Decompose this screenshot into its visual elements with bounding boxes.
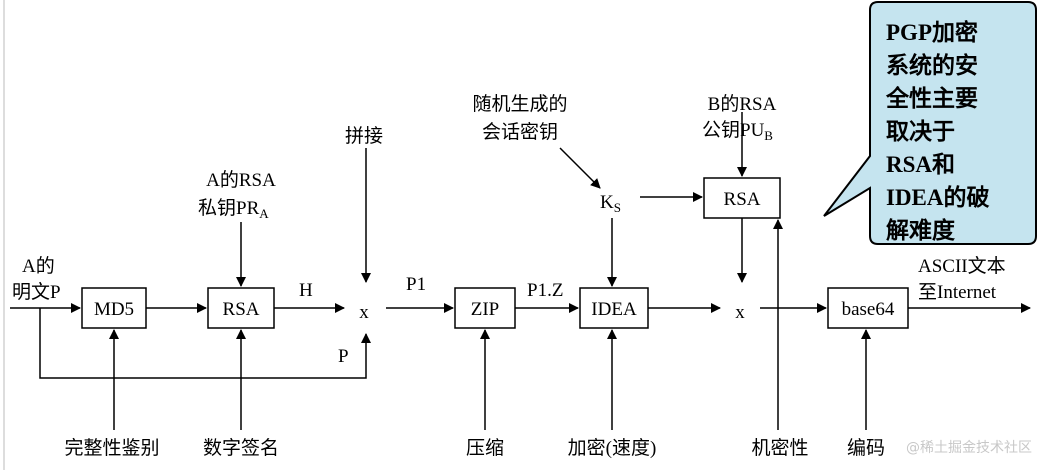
rsa-sign-label: RSA	[223, 299, 260, 320]
label-ascii-1: ASCII文本	[918, 255, 1006, 277]
label-ascii-2: 至Internet	[918, 282, 997, 303]
base64-label: base64	[842, 299, 895, 320]
callout-line-6: IDEA的破	[886, 184, 990, 210]
label-encrypt: 加密(速度)	[568, 437, 657, 459]
security-callout: PGP加密 系统的安 全性主要 取决于 RSA和 IDEA的破 解难度	[823, 1, 1037, 245]
rsa-encrypt-label: RSA	[724, 189, 761, 210]
label-confidential: 机密性	[751, 437, 808, 459]
rsa-sign-box: RSA	[207, 287, 275, 329]
label-h: H	[299, 280, 313, 301]
callout-line-1: PGP加密	[886, 19, 978, 45]
md5-box: MD5	[81, 287, 147, 329]
label-p: P	[338, 346, 349, 367]
callout-line-2: 系统的安	[886, 52, 978, 78]
idea-box: IDEA	[579, 287, 649, 329]
label-session-2: 会话密钥	[482, 121, 558, 143]
label-p1z: P1.Z	[527, 280, 563, 301]
label-x2: x	[735, 302, 745, 323]
watermark: @稀土掘金技术社区	[906, 440, 1032, 456]
label-compress: 压缩	[466, 437, 504, 459]
label-a-rsa-1: A的RSA	[206, 169, 276, 191]
label-b-rsa-1: B的RSA	[708, 93, 777, 115]
label-b-rsa-2: 公钥PUB	[702, 119, 773, 143]
arrow-session-ks	[559, 147, 601, 189]
callout-line-7: 解难度	[886, 217, 956, 243]
label-concat: 拼接	[345, 125, 383, 147]
label-integrity: 完整性鉴别	[64, 437, 159, 459]
label-encode: 编码	[847, 437, 885, 459]
label-p1: P1	[406, 274, 426, 295]
base64-box: base64	[827, 287, 909, 329]
label-ks: KS	[600, 192, 621, 215]
md5-label: MD5	[94, 299, 134, 320]
label-a-plaintext-2: 明文P	[12, 281, 61, 303]
zip-label: ZIP	[471, 299, 500, 320]
label-session-1: 随机生成的	[472, 93, 567, 115]
arrow-bypass-p	[39, 308, 371, 379]
callout-bubble	[823, 1, 1037, 245]
label-x1: x	[359, 302, 369, 323]
callout-line-5: RSA和	[886, 152, 955, 177]
label-signature: 数字签名	[203, 437, 279, 459]
rsa-encrypt-box: RSA	[703, 177, 781, 219]
callout-line-4: 取决于	[886, 119, 955, 144]
label-a-rsa-2: 私钥PRA	[198, 197, 269, 221]
flow-arrows	[10, 112, 1031, 430]
zip-box: ZIP	[454, 287, 516, 329]
idea-label: IDEA	[591, 299, 637, 320]
label-a-plaintext-1: A的	[22, 255, 55, 277]
callout-line-3: 全性主要	[885, 85, 978, 111]
